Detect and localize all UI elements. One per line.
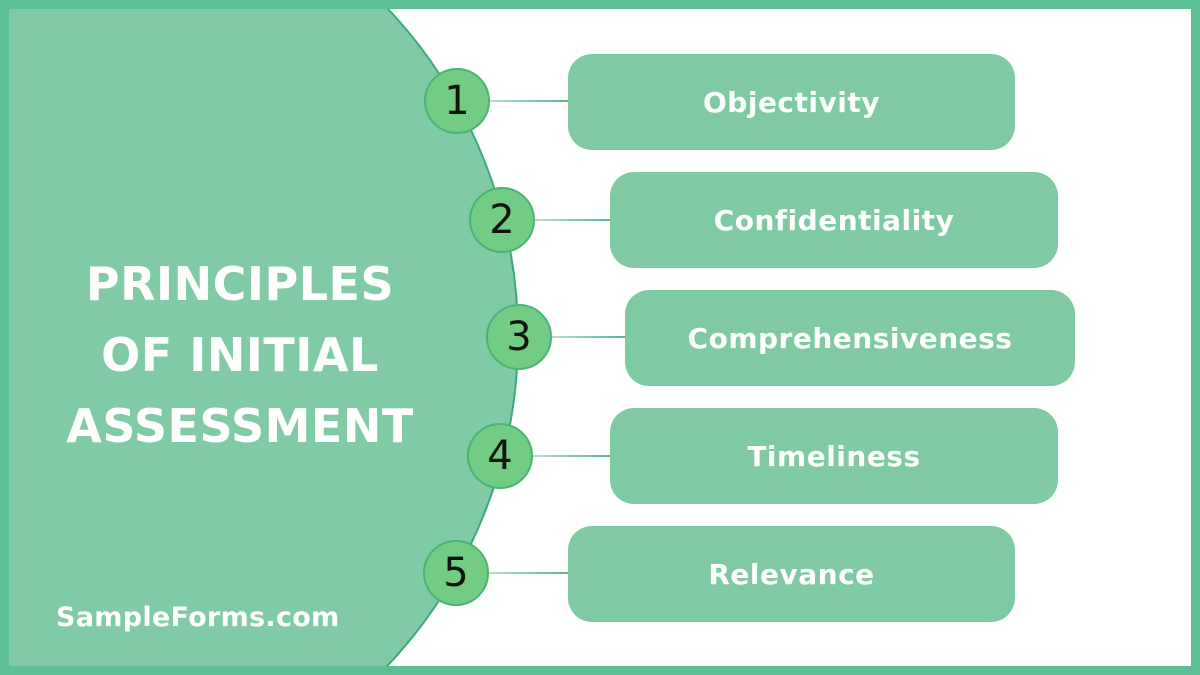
- step-number-3: 3: [506, 314, 532, 360]
- page-title-line-2: OF INITIAL: [101, 328, 379, 382]
- principle-label: Timeliness: [747, 439, 921, 473]
- page-title-line-1: PRINCIPLES: [85, 257, 395, 311]
- page-title-line-3: ASSESSMENT: [66, 399, 414, 453]
- connector-line-3: [519, 336, 626, 338]
- page-title: PRINCIPLES OF INITIAL ASSESSMENT: [25, 249, 455, 462]
- step-number-2: 2: [489, 197, 515, 243]
- brand-watermark: SampleForms.com: [56, 602, 340, 633]
- connector-line-4: [500, 455, 611, 457]
- connector-line-2: [502, 219, 611, 221]
- connector-line-5: [456, 572, 569, 574]
- principle-label: Comprehensiveness: [687, 321, 1013, 355]
- principle-box-relevance: Relevance: [568, 526, 1015, 622]
- principle-box-confidentiality: Confidentiality: [610, 172, 1058, 268]
- step-number-circle-2: 2: [469, 187, 535, 253]
- principle-label: Relevance: [708, 557, 875, 591]
- principle-label: Objectivity: [703, 85, 880, 119]
- step-number-circle-3: 3: [486, 304, 552, 370]
- step-number-5: 5: [443, 550, 469, 596]
- principle-label: Confidentiality: [713, 203, 955, 237]
- step-number-circle-1: 1: [424, 68, 490, 134]
- step-number-1: 1: [444, 78, 470, 124]
- step-number-circle-4: 4: [467, 423, 533, 489]
- connector-line-1: [457, 100, 569, 102]
- principle-box-comprehensiveness: Comprehensiveness: [625, 290, 1075, 386]
- principle-box-timeliness: Timeliness: [610, 408, 1058, 504]
- principle-box-objectivity: Objectivity: [568, 54, 1015, 150]
- step-number-circle-5: 5: [423, 540, 489, 606]
- step-number-4: 4: [487, 433, 513, 479]
